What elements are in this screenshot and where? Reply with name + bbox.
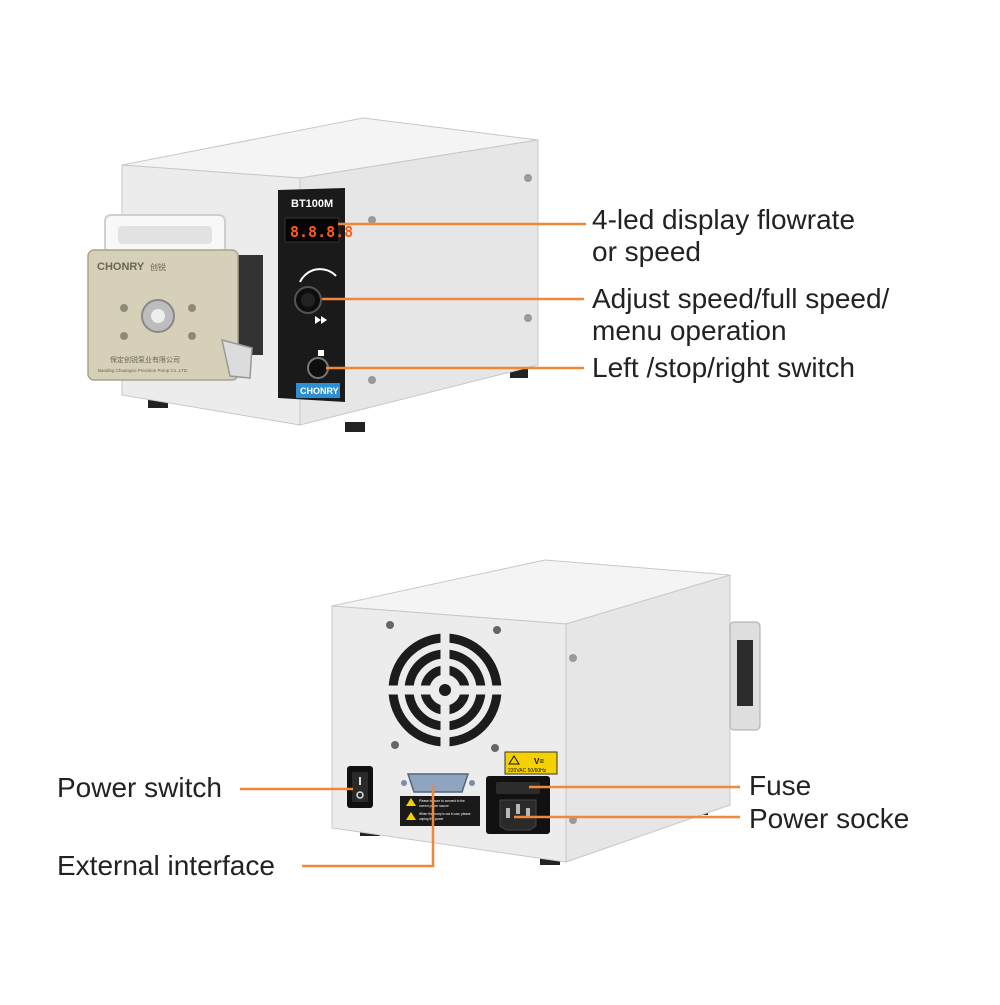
model-label: BT100M xyxy=(291,198,333,210)
pump-head-lever-inner xyxy=(118,226,212,244)
power-socket[interactable] xyxy=(499,799,537,831)
callout-switch: Left /stop/right switch xyxy=(592,352,856,383)
db9-screw-icon xyxy=(401,780,407,786)
pump-head-company-en: Baoding Chuangrui Precision Pump Co.,LTD… xyxy=(98,368,188,373)
side-pump-head-slot xyxy=(737,640,753,706)
screw-icon xyxy=(386,621,394,629)
front-pump-unit: BT100M 8.8.8.8 CHONRY CHONRY 创锐 保定创锐泵业有限… xyxy=(87,117,539,432)
front-foot-mid xyxy=(345,422,365,432)
stop-icon xyxy=(318,350,324,356)
screw-icon xyxy=(493,626,501,634)
screw-icon xyxy=(524,174,532,182)
callout-power-switch: Power switch xyxy=(57,772,222,803)
callout-adjust-line1: Adjust speed/full speed/ xyxy=(592,283,890,314)
screw-icon xyxy=(491,744,499,752)
warning-triangle-icon xyxy=(406,812,416,820)
power-off-mark-icon xyxy=(356,791,364,799)
rear-side-face xyxy=(565,574,731,863)
screw-icon xyxy=(524,314,532,322)
callout-display-line2: or speed xyxy=(592,236,701,267)
db9-interface[interactable] xyxy=(406,773,470,793)
pump-head-company: 保定创锐泵业有限公司 xyxy=(110,355,180,364)
warning-sticker xyxy=(400,796,480,826)
power-switch-rocker xyxy=(352,772,368,802)
voltage-label: V= xyxy=(534,757,544,766)
direction-switch[interactable] xyxy=(307,357,329,379)
warning-text-3: When the pump is not in use, please xyxy=(419,812,471,816)
brand-badge-text: CHONRY xyxy=(300,386,339,396)
callout-adjust-line2: menu operation xyxy=(592,315,787,346)
callout-external-interface: External interface xyxy=(57,850,275,881)
callout-display-line1: 4-led display flowrate xyxy=(592,204,856,235)
electric-hazard-icon xyxy=(508,755,520,765)
socket-pin-icon xyxy=(516,804,520,814)
fuse-holder[interactable] xyxy=(496,782,540,794)
pump-rotor-center xyxy=(151,309,165,323)
front-foot-left xyxy=(148,398,168,408)
voltage-sticker xyxy=(504,751,558,775)
speed-arc-icon xyxy=(299,268,337,283)
socket-pin-icon xyxy=(506,808,510,818)
warning-text-1: Please be sure to connect to the xyxy=(419,799,465,803)
fast-forward-icon xyxy=(321,316,327,324)
leader-external-interface xyxy=(302,785,435,868)
leader-lines xyxy=(240,222,740,868)
warning-text-4: unplug the power xyxy=(419,817,444,821)
voltage-value: 220VAC 50/60Hz xyxy=(508,768,547,774)
fast-forward-icon xyxy=(315,316,321,324)
rear-pump-unit: Please be sure to connect to the correct… xyxy=(331,559,761,865)
screw-icon xyxy=(368,376,376,384)
speed-knob-center xyxy=(301,293,315,307)
screw-icon xyxy=(120,332,128,340)
fan-vent-center xyxy=(439,684,451,696)
warning-triangle-icon xyxy=(406,798,416,806)
screw-icon xyxy=(188,304,196,312)
pump-head-brand: CHONRY xyxy=(97,261,145,273)
pump-head-brand-cn: 创锐 xyxy=(150,262,166,272)
screw-icon xyxy=(120,304,128,312)
led-digits: 8.8.8.8 xyxy=(290,223,353,241)
brand-badge xyxy=(296,383,340,398)
callout-power-socket: Power socke xyxy=(749,803,910,834)
callout-fuse: Fuse xyxy=(749,770,812,801)
screw-icon xyxy=(391,741,399,749)
led-display xyxy=(284,217,340,243)
screw-icon xyxy=(569,654,577,662)
screw-icon xyxy=(368,216,376,224)
screw-icon xyxy=(188,332,196,340)
front-foot-right xyxy=(510,368,528,378)
socket-pin-icon xyxy=(526,808,530,818)
tube-clamp[interactable] xyxy=(220,338,253,379)
db9-screw-icon xyxy=(469,780,475,786)
